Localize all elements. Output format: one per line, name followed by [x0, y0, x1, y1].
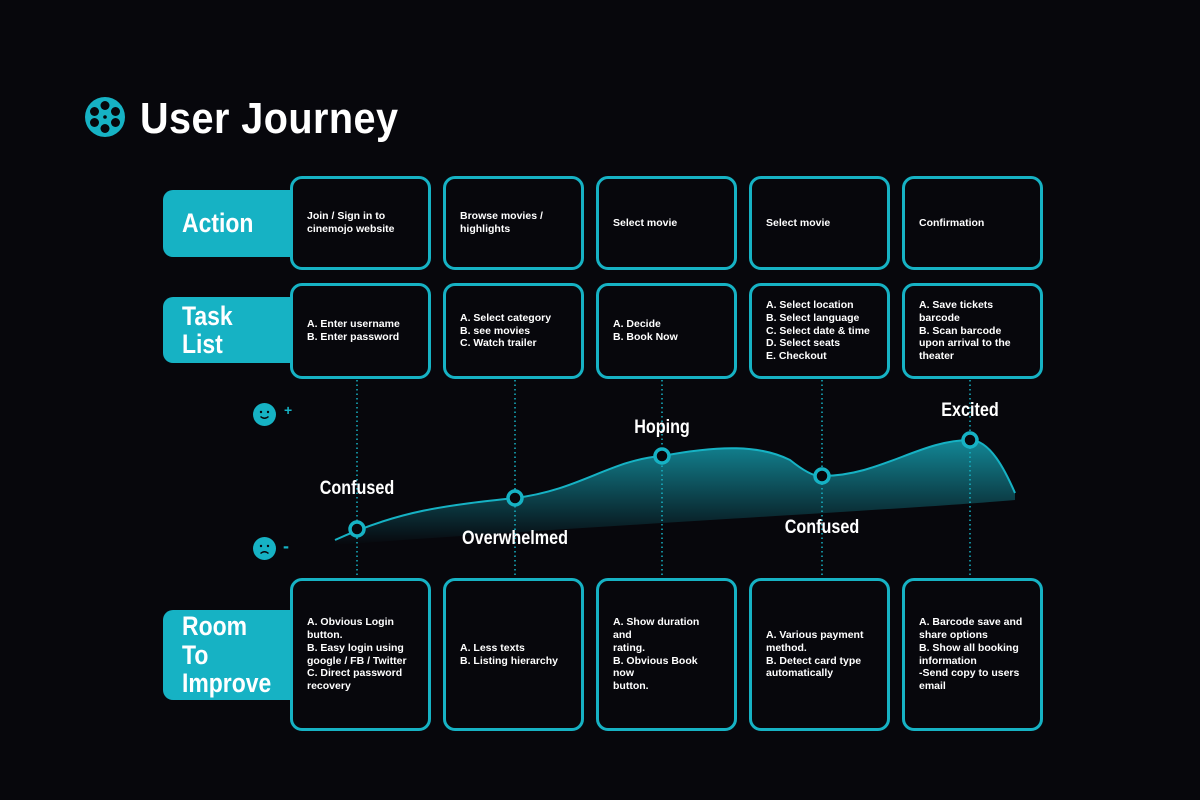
happy-face-icon [253, 403, 276, 426]
tasks-box: A. Select category B. see movies C. Watc… [443, 283, 584, 379]
action-box: Confirmation [902, 176, 1043, 270]
improve-box: A. Less texts B. Listing hierarchy [443, 578, 584, 731]
improve-box: A. Obvious Login button. B. Easy login u… [290, 578, 431, 731]
row-label-action: Action [163, 190, 290, 257]
emotion-point [506, 489, 524, 507]
improve-box: A. Barcode save and share options B. Sho… [902, 578, 1043, 731]
action-box: Join / Sign in to cinemojo website [290, 176, 431, 270]
sad-face-icon [253, 537, 276, 560]
positive-sign: + [284, 402, 293, 418]
emotion-point [653, 447, 671, 465]
improve-box: A. Show duration and rating. B. Obvious … [596, 578, 737, 731]
tasks-box: A. Enter username B. Enter password [290, 283, 431, 379]
tasks-box: A. Select location B. Select language C.… [749, 283, 890, 379]
film-reel-icon [85, 97, 125, 137]
action-box: Select movie [749, 176, 890, 270]
emotion-line [334, 438, 1016, 541]
negative-sign: - [283, 536, 289, 556]
emotion-point [813, 467, 831, 485]
row-label-task-list: Task List [163, 297, 290, 363]
improve-box: A. Various payment method. B. Detect car… [749, 578, 890, 731]
emotion-point [961, 431, 979, 449]
emotion-point [348, 520, 366, 538]
action-box: Browse movies / highlights [443, 176, 584, 270]
row-label-room-to-improve: Room To Improve [163, 610, 290, 700]
emotion-label: Confused [784, 517, 860, 538]
emotion-label: Hoping [634, 417, 690, 438]
emotion-area [335, 440, 1015, 545]
tasks-box: A. Save tickets barcode B. Scan barcode … [902, 283, 1043, 379]
emotion-label: Excited [941, 400, 999, 421]
emotion-label: Confused [319, 478, 395, 499]
tasks-box: A. Decide B. Book Now [596, 283, 737, 379]
action-box: Select movie [596, 176, 737, 270]
emotion-label: Overwhelmed [462, 528, 568, 549]
page-title: User Journey [140, 94, 399, 143]
